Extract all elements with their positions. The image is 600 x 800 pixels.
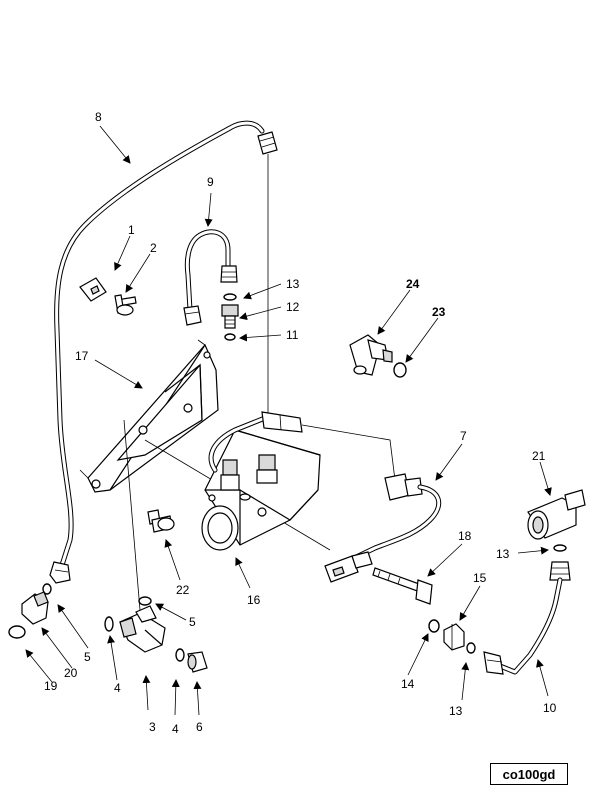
callout-11: 11 xyxy=(286,328,299,342)
washer-13-lower xyxy=(466,642,476,654)
callout-8: 8 xyxy=(95,110,102,124)
assembly-line xyxy=(123,419,141,611)
callout-2: 2 xyxy=(150,241,157,255)
tee-fitting-21 xyxy=(527,489,586,540)
callout-10: 10 xyxy=(543,701,557,715)
washer-5-left xyxy=(42,583,52,595)
washer-13-upper xyxy=(223,293,237,301)
callout-18: 18 xyxy=(458,529,472,543)
fitting-12 xyxy=(221,304,239,329)
tube-9 xyxy=(183,229,238,326)
callout-14: 14 xyxy=(401,677,415,691)
callout-12: 12 xyxy=(286,300,300,314)
callout-16: 16 xyxy=(247,593,261,607)
callout-5-left: 5 xyxy=(84,650,91,664)
callout-20: 20 xyxy=(64,666,78,680)
oring-14 xyxy=(428,619,440,633)
valve-block-16 xyxy=(201,411,321,551)
clip-1 xyxy=(79,277,107,302)
adapter-20 xyxy=(21,591,49,625)
oring-11 xyxy=(224,333,236,341)
callout-13-lower: 13 xyxy=(449,704,463,718)
callout-5-center: 5 xyxy=(189,615,196,629)
callout-17: 17 xyxy=(75,349,89,363)
elbow-fitting-3 xyxy=(119,605,166,653)
bolt-2 xyxy=(114,294,137,316)
figure-id-label: co100gd xyxy=(490,763,568,785)
callout-6: 6 xyxy=(196,720,203,734)
callout-23: 23 xyxy=(432,305,446,319)
callout-labels: 8 1 2 9 13 12 11 17 24 23 7 21 13 18 15 … xyxy=(44,110,557,736)
tube-8 xyxy=(49,120,278,584)
bracket-17 xyxy=(79,339,219,493)
cap-6 xyxy=(187,651,208,673)
leader-arrows xyxy=(25,125,552,716)
tube-10 xyxy=(483,561,571,675)
washer-4-left xyxy=(104,616,114,632)
pressure-switch-24 xyxy=(349,334,393,376)
callout-3: 3 xyxy=(149,720,156,734)
union-15 xyxy=(443,623,465,651)
oring-19 xyxy=(8,625,26,639)
callout-4-right: 4 xyxy=(172,722,179,736)
washer-13-right xyxy=(553,544,567,552)
callout-7: 7 xyxy=(460,429,467,443)
callout-13-right: 13 xyxy=(496,547,510,561)
callout-21: 21 xyxy=(532,449,546,463)
callout-9: 9 xyxy=(207,175,214,189)
bolt-22 xyxy=(147,509,175,533)
washer-5-center xyxy=(138,596,152,606)
washer-4-right xyxy=(175,648,185,662)
callout-22: 22 xyxy=(176,583,190,597)
callout-24: 24 xyxy=(406,277,420,291)
callout-1: 1 xyxy=(128,223,135,237)
callout-4-left: 4 xyxy=(114,681,121,695)
callout-19: 19 xyxy=(44,679,58,693)
callout-13-upper: 13 xyxy=(286,277,300,291)
oring-23 xyxy=(393,362,407,378)
callout-15: 15 xyxy=(473,571,487,585)
bolt-18 xyxy=(372,567,433,605)
sensor-harness-7 xyxy=(301,424,442,583)
